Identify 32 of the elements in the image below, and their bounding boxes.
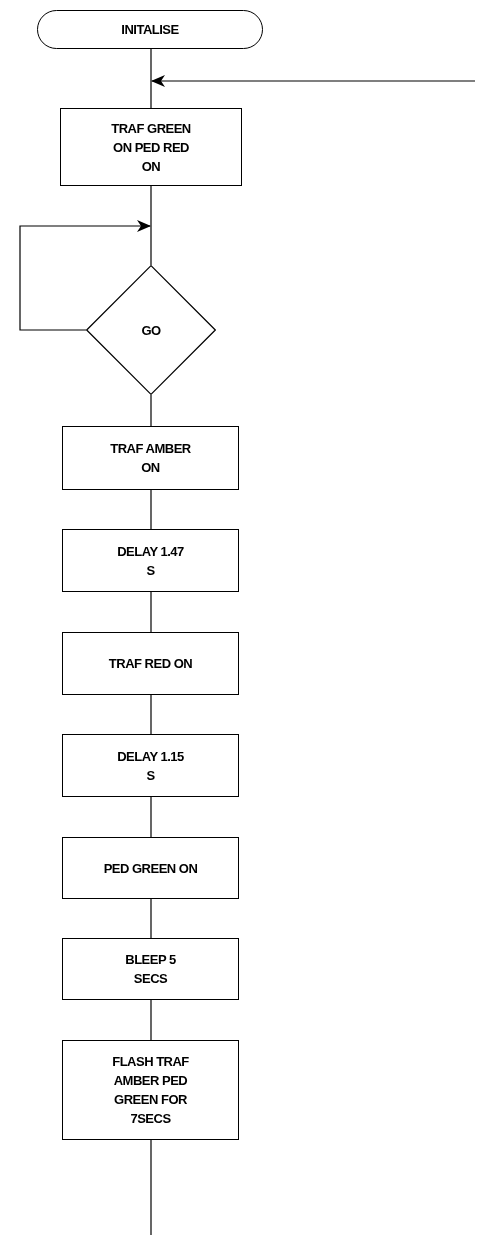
connector-line xyxy=(150,394,152,427)
process-box xyxy=(62,632,239,695)
process-box xyxy=(62,1040,239,1140)
node-label: GO xyxy=(141,321,161,340)
node-label: FLASH TRAF AMBER PED GREEN FOR 7SECS xyxy=(111,1053,190,1128)
connector-line xyxy=(150,796,152,838)
decision-diamond xyxy=(86,265,216,395)
node-label: BLEEP 5 SECS xyxy=(124,951,177,988)
connector-line xyxy=(150,591,152,633)
node-label: TRAF GREEN ON PED RED ON xyxy=(110,119,192,176)
node-label: TRAF RED ON xyxy=(108,655,193,673)
node-label: INITALISE xyxy=(121,21,179,39)
process-box xyxy=(62,734,239,797)
process-box xyxy=(60,108,242,186)
connector-line xyxy=(150,898,152,939)
terminator-shape xyxy=(37,10,263,49)
connector-line xyxy=(150,999,152,1041)
arrow xyxy=(151,75,476,87)
connector-line xyxy=(150,185,152,266)
arrow xyxy=(19,220,151,331)
connector-line xyxy=(150,694,152,735)
process-box xyxy=(62,529,239,592)
connector-line xyxy=(150,48,152,109)
node-label: DELAY 1.15 S xyxy=(116,747,185,785)
node-label: TRAF AMBER ON xyxy=(109,440,192,477)
connector-line xyxy=(150,489,152,530)
connector-line xyxy=(150,1139,152,1236)
node-label: PED GREEN ON xyxy=(103,859,198,878)
process-box xyxy=(62,938,239,1000)
process-box xyxy=(62,426,239,490)
node-label: DELAY 1.47 S xyxy=(116,542,185,580)
process-box xyxy=(62,837,239,899)
